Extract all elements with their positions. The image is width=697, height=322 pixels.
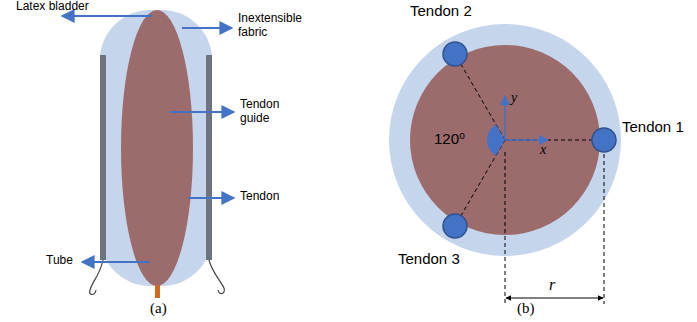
tendon [90,260,103,295]
y-axis [504,96,506,140]
leader-arrow [188,197,234,199]
tendon-label: Tendon 1 [622,118,684,135]
leader-arrow [182,27,232,29]
tendon [209,260,224,294]
tendon-label: Tendon 3 [398,250,460,267]
tendon-label: Tendon 2 [410,2,472,19]
part-label: Tendon [240,190,279,204]
panel-label: (b) [517,300,535,317]
part-label: Inextensible fabric [238,12,318,40]
part-label: Latex bladder [16,0,89,14]
dashed-line [505,140,604,141]
latex-bladder [100,10,212,286]
dimension-label: r [549,276,555,294]
bladder-section [389,24,621,256]
tendon-guide [206,55,212,260]
x-axis [505,139,548,141]
part-label: Tube [46,254,73,268]
tendon-circle [592,128,616,152]
panel-label: (a) [150,300,167,317]
tube [155,285,160,298]
leader-arrow [82,261,150,263]
tendon-circle [443,214,467,238]
angle-label: 120⁰ [434,130,465,147]
leader-arrow [170,111,234,113]
tendon-circle [443,42,467,66]
leader-arrow [62,15,152,17]
axis-label: x [540,142,546,158]
part-label: Tendon guide [240,98,295,126]
dimension-extension [604,154,605,304]
tendon-guide [100,55,106,260]
axis-label: y [511,90,517,106]
fabric-sleeve [121,10,193,286]
dimension-extension [505,152,506,304]
dimension-line [506,298,603,299]
angle-wedge [487,124,505,155]
